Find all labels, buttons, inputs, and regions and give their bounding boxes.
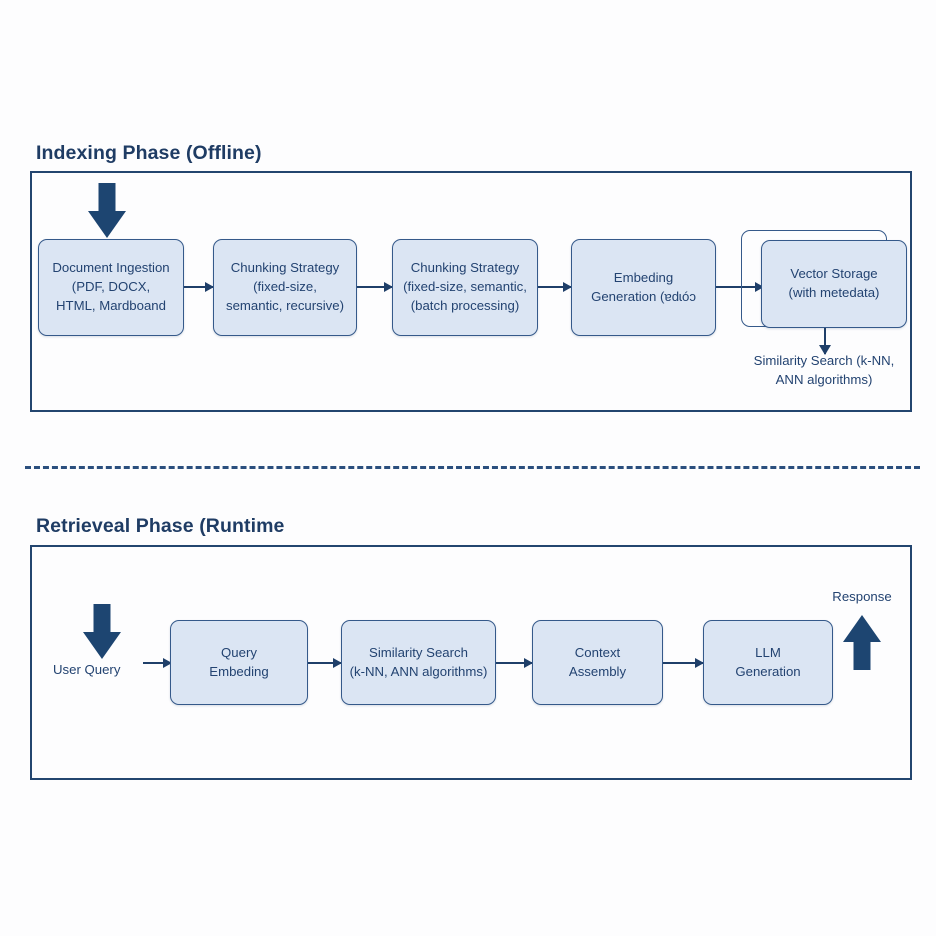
node-chunking-strategy-1-label: Chunking Strategy (fixed-size, semantic,… <box>226 260 344 313</box>
arrow-userquery-to-queryembedding <box>143 662 171 665</box>
node-context-assembly-label: Context Assembly <box>568 644 627 679</box>
node-document-ingestion[interactable]: Document Ingestion (PDF, DOCX, HTML, Mar… <box>38 239 184 336</box>
indexing-phase-title: Indexing Phase (Offline) <box>36 142 262 164</box>
user-query-arrow-icon <box>80 604 124 660</box>
arrow-queryembedding-to-similarity <box>308 662 341 665</box>
retrieval-phase-frame <box>30 545 912 780</box>
similarity-search-note: Similarity Search (k-NN, ANN algorithms) <box>753 353 895 387</box>
arrow-storage-to-similarity-note <box>824 328 827 354</box>
node-chunking-strategy-2-label: Chunking Strategy (fixed-size, semantic,… <box>403 260 527 313</box>
arrow-context-to-llm <box>663 662 703 665</box>
arrow-similarity-to-context <box>496 662 532 665</box>
arrow-embedding-to-storage <box>716 286 763 289</box>
node-chunking-strategy-1[interactable]: Chunking Strategy (fixed-size, semantic,… <box>213 239 357 336</box>
node-similarity-search-label: Similarity Search (k-NN, ANN algorithms) <box>349 644 488 679</box>
node-vector-storage[interactable]: Vector Storage (with metedata) <box>761 240 907 328</box>
node-embedding-generation[interactable]: Embeding Generation (ɐdɩóɔ <box>571 239 716 336</box>
node-similarity-search[interactable]: Similarity Search (k-NN, ANN algorithms) <box>341 620 496 705</box>
user-query-label: User Query <box>53 662 121 677</box>
retrieval-phase-title: Retrieveal Phase (Runtime <box>36 515 285 537</box>
node-vector-storage-label: Vector Storage (with metedata) <box>788 266 880 300</box>
node-embedding-generation-label: Embeding Generation (ɐdɩóɔ <box>591 269 696 304</box>
node-query-embedding[interactable]: Query Embeding <box>170 620 308 705</box>
indexing-input-arrow-icon <box>85 183 129 239</box>
node-context-assembly[interactable]: Context Assembly <box>532 620 663 705</box>
indexing-phase-frame <box>30 171 912 412</box>
arrow-ingestion-to-chunking1 <box>184 286 213 289</box>
response-label: Response <box>832 589 892 604</box>
arrow-chunking1-to-chunking2 <box>357 286 392 289</box>
node-query-embedding-label: Query Embeding <box>209 644 269 679</box>
arrow-chunking2-to-embedding <box>538 286 571 289</box>
node-llm-generation-label: LLM Generation <box>735 644 801 679</box>
response-arrow-icon <box>840 614 884 670</box>
phase-divider <box>25 466 920 469</box>
node-llm-generation[interactable]: LLM Generation <box>703 620 833 705</box>
node-document-ingestion-label: Document Ingestion (PDF, DOCX, HTML, Mar… <box>52 260 170 313</box>
node-chunking-strategy-2[interactable]: Chunking Strategy (fixed-size, semantic,… <box>392 239 538 336</box>
